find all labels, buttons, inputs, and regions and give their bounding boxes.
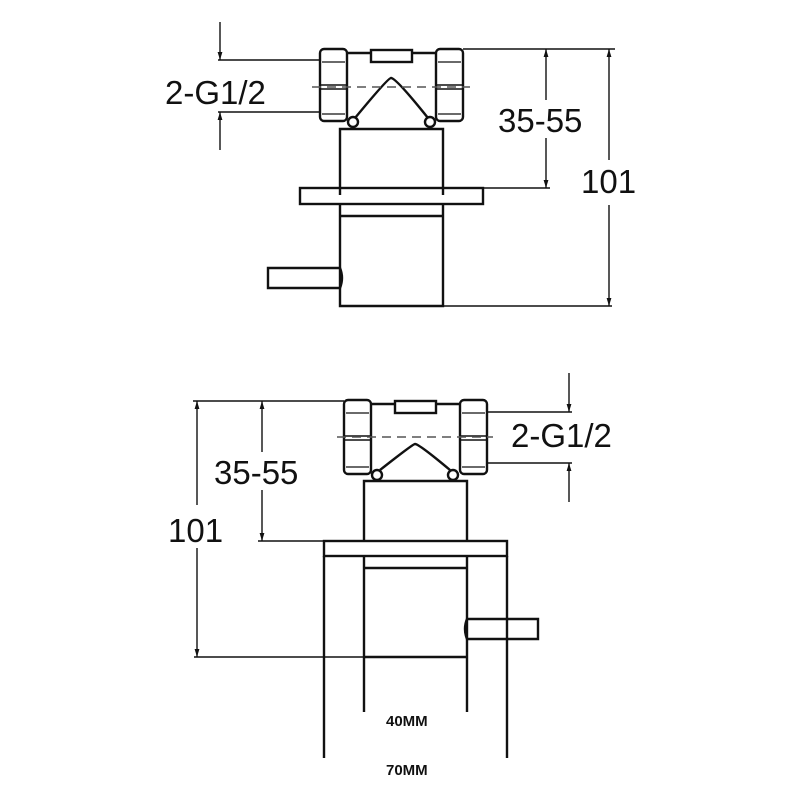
bottom-view	[322, 398, 540, 758]
valve-fitting	[342, 398, 489, 482]
bottom-view-dimensions	[193, 373, 572, 658]
top-view	[266, 47, 485, 308]
top-thread-label: 2-G1/2	[165, 74, 266, 111]
valve-handle	[467, 617, 540, 641]
inner-width-label: 40MM	[386, 713, 428, 730]
top-depth-label: 35-55	[498, 102, 582, 139]
bottom-height-label: 101	[168, 512, 223, 549]
bottom-depth-label: 35-55	[214, 454, 298, 491]
valve-body	[338, 204, 445, 308]
cover-plate	[298, 186, 485, 206]
top-cap	[393, 399, 438, 415]
top-height-label: 101	[581, 163, 636, 200]
body-arch	[379, 442, 451, 471]
valve-stem	[338, 127, 445, 195]
top-view-dimensions	[217, 22, 615, 307]
valve-fitting	[318, 47, 465, 129]
body-arch	[354, 76, 429, 119]
right-nut	[434, 47, 465, 123]
cover-plate	[322, 539, 509, 558]
outer-width-label: 70MM	[386, 762, 428, 779]
left-nut	[318, 47, 349, 123]
bottom-thread-label: 2-G1/2	[511, 417, 612, 454]
top-cap	[369, 48, 414, 64]
valve-stem	[362, 479, 469, 541]
valve-handle	[266, 266, 340, 290]
